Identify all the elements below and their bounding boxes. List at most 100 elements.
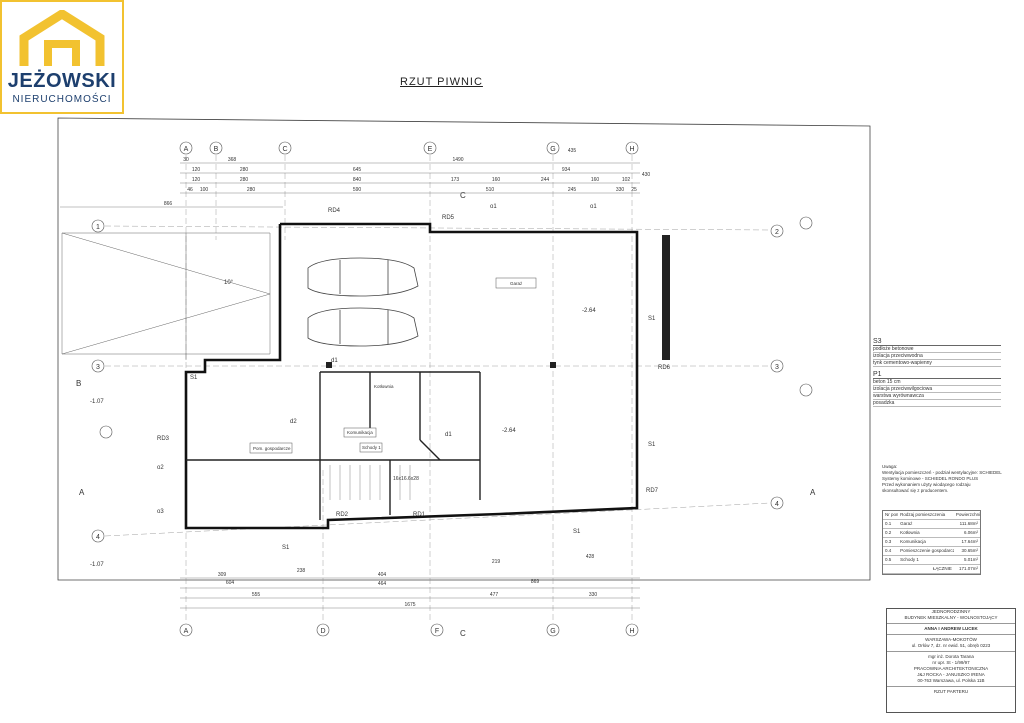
level-mark-3: -1.07 (90, 399, 104, 405)
label-s1-a: S1 (190, 375, 198, 381)
axis-label-2-right: 2 (775, 229, 779, 236)
label-o2: o2 (157, 465, 164, 471)
section-mark-a-left: A (79, 488, 85, 497)
logo-brand: JEŻOWSKI (7, 70, 117, 92)
dim-top-2e: 430 (642, 172, 651, 178)
axis-label-f-bottom: F (435, 628, 439, 635)
stamp-line: J&J ROCKA - JANUSZKO IRENA (917, 672, 985, 677)
room-area: 17.64m² (961, 539, 978, 544)
car-icon-2 (307, 307, 419, 347)
dim-top-2b: 280 (240, 167, 249, 173)
legend-p1-line: izolacja przeciwwilgociowa (873, 386, 1001, 393)
level-mark-4: -1.07 (90, 562, 104, 568)
room-area: 6.06m² (963, 530, 978, 535)
dim-bottom-total: 1675 (404, 602, 415, 608)
axis-label-4-right: 4 (775, 501, 779, 508)
legend-p1-line: posadzka (873, 400, 1001, 407)
axis-label-3-right: 3 (775, 364, 779, 371)
area-header-area: Powierzchnia (955, 512, 980, 517)
label-o1-a: o1 (490, 204, 497, 210)
room-tag-garage: Garaż (510, 281, 523, 286)
dim-top-4g: 330 (616, 187, 625, 193)
stamp-line: 00-763 Warszawa, ul. Polska 11B (917, 678, 985, 683)
legend-p1-title: P1 (873, 371, 1001, 379)
legend-p1-line: warstwa wyrównawcza (873, 393, 1001, 400)
area-table: Nr pom. Rodzaj pomieszczenia Powierzchni… (882, 510, 981, 575)
notes-line: Systemy kominowe - SCHIEDEL RONDO PLUS (882, 476, 979, 481)
axis-bubbles-top (179, 141, 639, 155)
axis-label-4-left: 4 (96, 534, 100, 541)
label-d1-b: d1 (445, 432, 452, 438)
house-logo-icon (19, 10, 105, 66)
axis-label-g-top: G (550, 146, 555, 153)
room-tag-stairs: Schody 1 (362, 445, 381, 450)
dim-bottom-2e: 869 (531, 579, 540, 585)
dim-top-4f: 245 (568, 187, 577, 193)
dim-top-2c: 645 (353, 167, 362, 173)
room-tag-boiler: Kotłownia (374, 384, 394, 389)
label-s1-d: S1 (282, 545, 290, 551)
dim-top-3a: 120 (192, 177, 201, 183)
label-rd7: RD7 (646, 488, 659, 494)
section-mark-c-bottom: C (460, 629, 466, 638)
label-o1-b: o1 (590, 204, 597, 210)
dim-top-3c: 840 (353, 177, 362, 183)
dim-top-2d: 934 (562, 167, 571, 173)
area-total-value: 171.07m² (958, 566, 978, 571)
dim-top-2a: 120 (192, 167, 201, 173)
dim-top-outer: 866 (164, 201, 173, 207)
dim-top-1b: 368 (228, 157, 237, 163)
level-mark-1: -2.64 (582, 308, 596, 314)
axis-label-c-top: C (282, 146, 287, 153)
logo-subtitle: NIERUCHOMOŚCI (12, 94, 112, 105)
label-rd1: RD1 (413, 512, 426, 518)
stamp-drawing-name: RZUT PARTERU (933, 689, 969, 694)
dim-bottom-4c: 330 (589, 592, 598, 598)
area-table-header: Nr pom. Rodzaj pomieszczenia Powierzchni… (883, 511, 980, 520)
axis-label-g-bottom: G (550, 628, 555, 635)
label-rd5: RD5 (442, 215, 455, 221)
dim-bottom-4a: 555 (252, 592, 261, 598)
section-mark-b: B (76, 379, 81, 388)
section-mark-a-right: A (810, 488, 816, 497)
axis-label-h-bottom: H (629, 628, 634, 635)
dim-top-4a: 46 (187, 187, 193, 193)
stamp-line: ul. Orłów 7, dz. nr ewid. 51, obręb 0223 (911, 643, 991, 648)
dim-top-3g: 160 (591, 177, 600, 183)
company-logo: JEŻOWSKI NIERUCHOMOŚCI (0, 0, 124, 114)
notes-line: skonsultować się z producentem. (882, 488, 949, 493)
stairs-dimension: 16x16.6x28 (393, 476, 419, 482)
title-block: JEDNORODZINNY BUDYNEK MIESZKALNY - WOLNO… (886, 608, 1016, 713)
stamp-line: WARSZAWA-MOKOTÓW (925, 637, 977, 642)
outer-wall (184, 222, 639, 530)
dim-top-3d: 173 (451, 177, 460, 183)
label-d1-a: d1 (331, 358, 338, 364)
dim-top-4e: 510 (486, 187, 495, 193)
axis-label-a-bottom: A (184, 628, 189, 635)
label-rd4: RD4 (328, 208, 341, 214)
layer-legend: S3 podłoże betonowe izolacja przeciwwodn… (873, 334, 1001, 407)
dim-top-4c: 280 (247, 187, 256, 193)
axis-label-3-left: 3 (96, 364, 100, 371)
dim-top-1a: 30 (183, 157, 189, 163)
area-header-type: Rodzaj pomieszczenia (900, 512, 946, 517)
room-code: 0.3 (885, 539, 892, 544)
dim-bottom-3b: 464 (378, 581, 387, 587)
legend-s3-line: izolacja przeciwwodna (873, 353, 1001, 360)
legend-s3-line: podłoże betonowe (873, 346, 1001, 353)
dim-top-1c: 1490 (452, 157, 463, 163)
axis-label-h-top: H (629, 146, 634, 153)
drawing-title: RZUT PIWNIC (400, 76, 483, 88)
dim-top-4d: 590 (353, 187, 362, 193)
dim-bottom-2a: 309 (218, 572, 227, 578)
notes-line: Wentylacja pomieszczeń - podział wentyla… (882, 470, 1002, 475)
notes-heading: Uwaga: (882, 464, 898, 469)
area-header-number: Nr pom. (885, 512, 899, 517)
room-name: Garaż (900, 521, 913, 526)
level-mark-2: -2.64 (502, 428, 516, 434)
ramp-slope-label: 10° (224, 280, 234, 286)
label-s1-b: S1 (648, 316, 656, 322)
